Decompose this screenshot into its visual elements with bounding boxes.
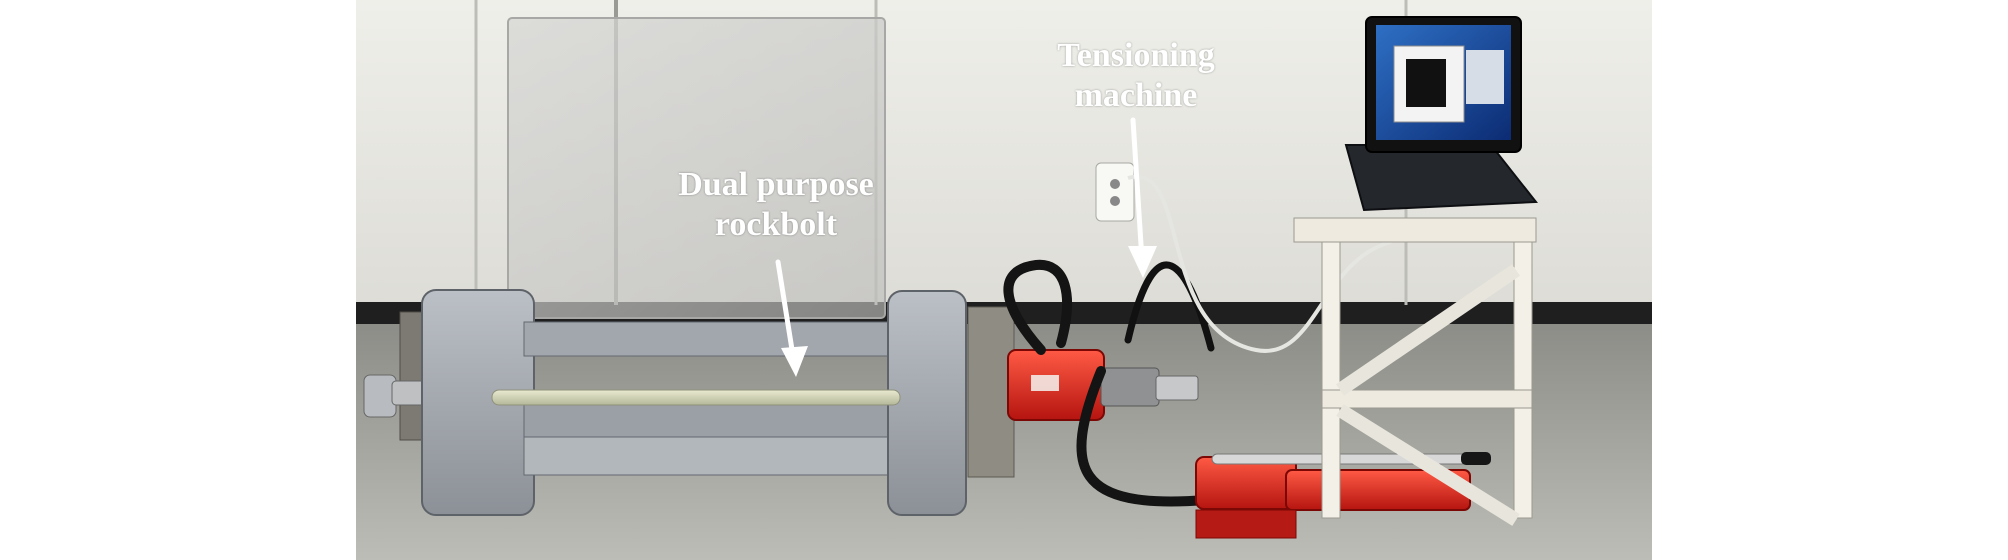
software-panel bbox=[1466, 50, 1504, 104]
stand-leg bbox=[1513, 241, 1533, 519]
cylinder-rod-end bbox=[1155, 375, 1199, 401]
glass-panel bbox=[507, 17, 886, 319]
arrow-down-icon bbox=[1130, 117, 1145, 263]
scene-illustration bbox=[356, 0, 1652, 560]
arrow-head bbox=[781, 346, 808, 377]
stand-shelf bbox=[1321, 389, 1533, 409]
stand-brace bbox=[1336, 264, 1520, 396]
stand-top bbox=[1293, 217, 1537, 243]
arrow-head bbox=[1128, 246, 1157, 278]
annotation-layer bbox=[775, 117, 1157, 377]
control-cable bbox=[1124, 261, 1215, 352]
lower-beam bbox=[523, 436, 889, 476]
arrow-down-icon bbox=[775, 259, 797, 365]
pump-grip bbox=[1461, 452, 1491, 465]
bearing-plate bbox=[967, 306, 1015, 478]
tensioning-arrow bbox=[1128, 117, 1157, 278]
rockbolt-arrow bbox=[775, 259, 808, 377]
stand-leg bbox=[1321, 241, 1341, 519]
hydraulic-hose bbox=[1076, 366, 1211, 507]
stand-brace bbox=[1336, 404, 1520, 526]
hydraulic-hose bbox=[1003, 259, 1072, 355]
outlet-socket bbox=[1110, 179, 1120, 189]
cylinder-label bbox=[1031, 375, 1059, 391]
outlet-icon bbox=[1095, 162, 1135, 222]
top-beam bbox=[523, 321, 889, 357]
software-graph-area bbox=[1406, 59, 1446, 107]
pump-base bbox=[1195, 509, 1297, 539]
outlet-socket bbox=[1110, 196, 1120, 206]
dual-purpose-rockbolt bbox=[491, 389, 901, 406]
